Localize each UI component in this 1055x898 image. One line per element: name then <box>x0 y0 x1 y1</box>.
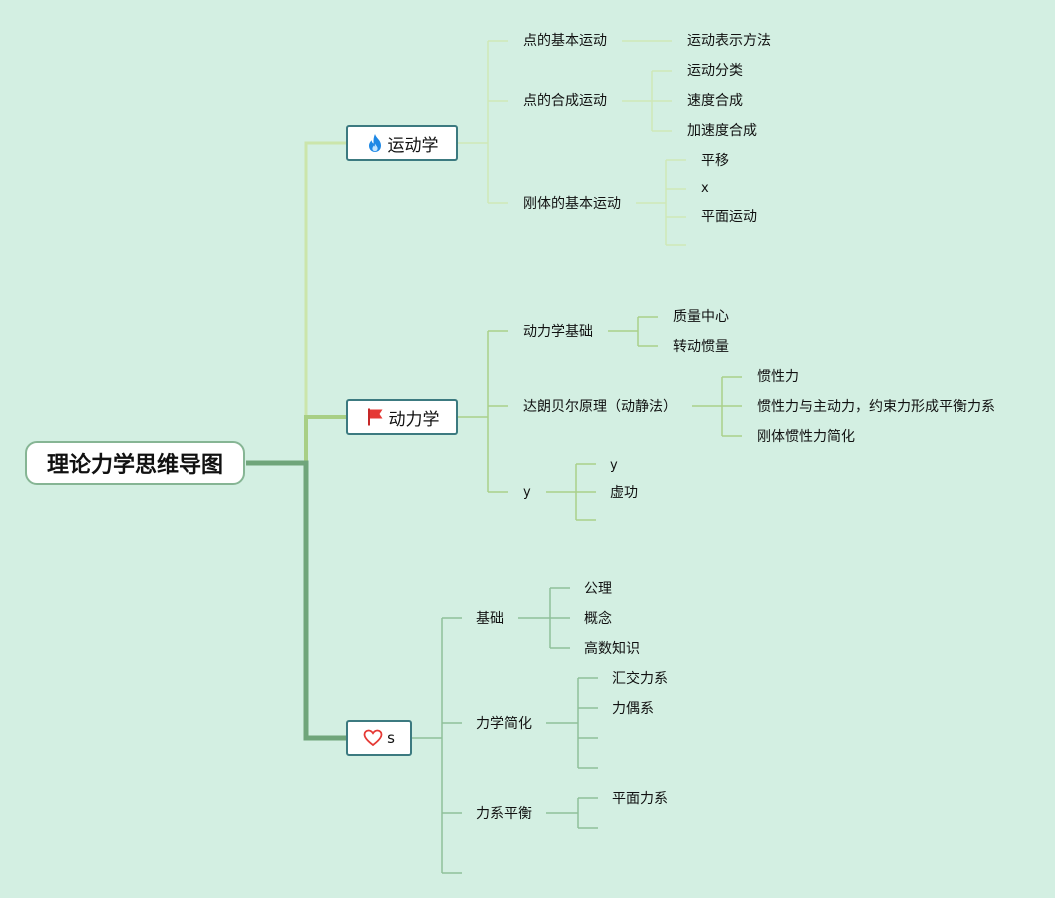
topic-force-equilibrium[interactable]: 力系平衡 <box>476 806 532 822</box>
subtopic-equilibrium-system[interactable]: 惯性力与主动力，约束力形成平衡力系 <box>757 399 995 415</box>
branch-kinematics[interactable]: 运动学 <box>346 125 458 161</box>
topic-foundation[interactable]: 基础 <box>476 611 504 627</box>
topic-point-composite[interactable]: 点的合成运动 <box>523 93 607 109</box>
connector-kinematics-topics <box>458 40 686 246</box>
topic-y[interactable]: y <box>523 485 531 500</box>
subtopic-x[interactable]: x <box>701 181 709 196</box>
fire-icon <box>366 133 384 153</box>
topic-rigid-basic[interactable]: 刚体的基本运动 <box>523 196 621 212</box>
connector-root-dynamics <box>304 415 346 463</box>
subtopic-velocity-composition[interactable]: 速度合成 <box>687 93 743 109</box>
subtopic-motion-classification[interactable]: 运动分类 <box>687 63 743 79</box>
subtopic-moment-of-inertia[interactable]: 转动惯量 <box>673 339 729 355</box>
root-title: 理论力学思维导图 <box>46 453 223 478</box>
subtopic-motion-representation[interactable]: 运动表示方法 <box>687 33 771 49</box>
red-flag-icon <box>365 407 385 427</box>
subtopic-advanced-math[interactable]: 高数知识 <box>584 641 640 657</box>
branch-statics[interactable]: s <box>346 720 412 756</box>
subtopic-rigid-inertial-simplification[interactable]: 刚体惯性力简化 <box>757 429 855 445</box>
connector-root-kinematics <box>304 141 346 463</box>
root-topic[interactable]: 理论力学思维导图 <box>25 441 245 485</box>
subtopic-couple-system[interactable]: 力偶系 <box>612 701 654 717</box>
heart-icon <box>363 729 383 747</box>
subtopic-translation[interactable]: 平移 <box>701 153 729 169</box>
branch-kinematics-label: 运动学 <box>387 135 439 156</box>
branch-statics-label: s <box>387 729 395 747</box>
connector-statics-topics <box>412 587 598 874</box>
subtopic-center-of-mass[interactable]: 质量中心 <box>673 309 729 325</box>
subtopic-planar-forces[interactable]: 平面力系 <box>612 791 668 807</box>
subtopic-acceleration-composition[interactable]: 加速度合成 <box>687 123 757 139</box>
topic-point-basic[interactable]: 点的基本运动 <box>523 33 607 49</box>
subtopic-concepts[interactable]: 概念 <box>584 611 612 627</box>
connector-dynamics-topics <box>458 316 742 521</box>
topic-dalembert[interactable]: 达朗贝尔原理（动静法） <box>523 399 677 415</box>
branch-dynamics[interactable]: 动力学 <box>346 399 458 435</box>
connector-root-statics <box>246 460 346 741</box>
subtopic-inertial-force[interactable]: 惯性力 <box>757 369 799 385</box>
subtopic-planar-motion[interactable]: 平面运动 <box>701 209 757 225</box>
subtopic-axioms[interactable]: 公理 <box>584 581 612 597</box>
branch-dynamics-label: 动力学 <box>388 409 440 430</box>
topic-force-simplification[interactable]: 力学简化 <box>476 716 532 732</box>
subtopic-virtual-work[interactable]: 虚功 <box>610 485 638 501</box>
topic-dynamics-basics[interactable]: 动力学基础 <box>523 324 593 340</box>
subtopic-y[interactable]: y <box>610 458 618 473</box>
subtopic-concurrent-forces[interactable]: 汇交力系 <box>612 671 668 687</box>
